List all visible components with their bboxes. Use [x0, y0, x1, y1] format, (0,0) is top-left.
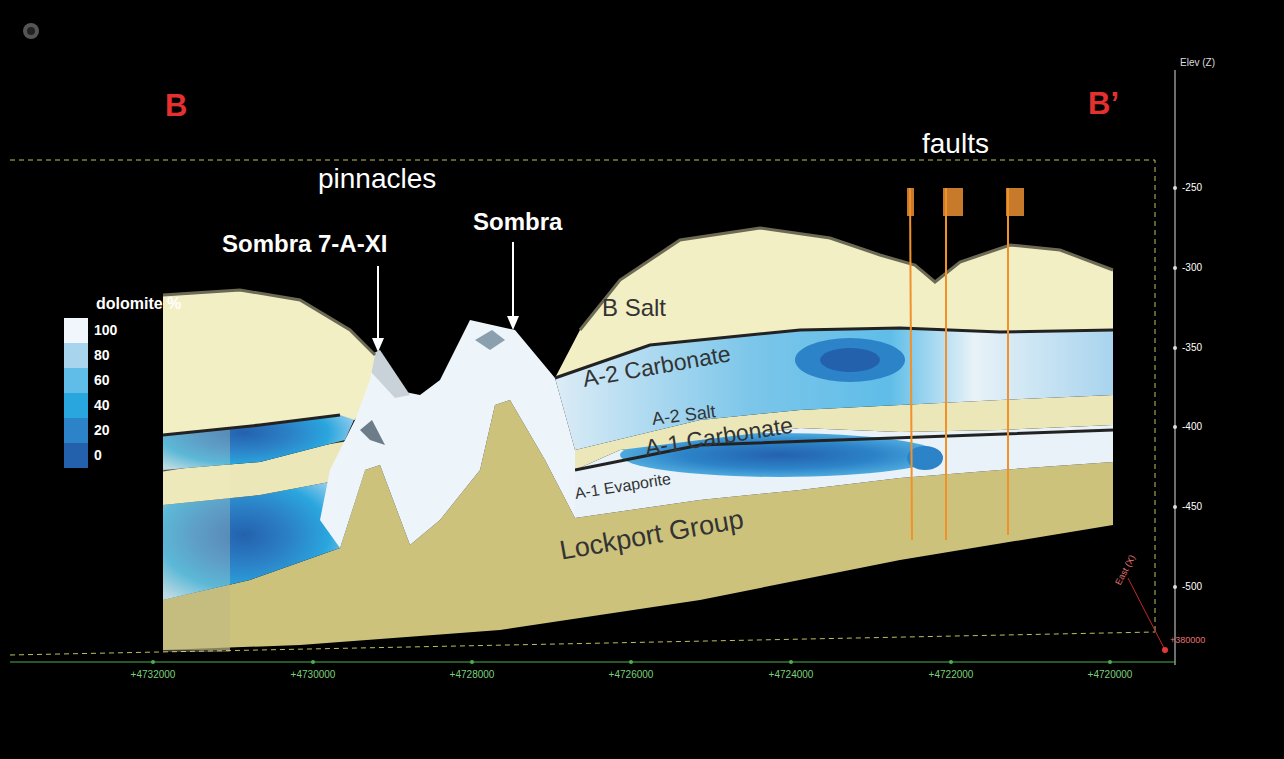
feature-label: pinnacles: [318, 165, 436, 193]
well-label: Sombra 7-A-XI: [222, 232, 387, 256]
legend-swatch: [64, 368, 88, 393]
axis-title: Elev (Z): [1180, 58, 1215, 68]
legend-value: 60: [94, 373, 110, 387]
legend-value: 40: [94, 398, 110, 412]
legend-title: dolomite %: [96, 296, 181, 312]
axis-tick: +4726000: [609, 670, 654, 680]
axis-tick: +4730000: [291, 670, 336, 680]
axis-tick: +4722000: [929, 670, 974, 680]
section-end-label: B’: [1088, 88, 1119, 119]
legend-swatch: [64, 393, 88, 418]
feature-label: faults: [922, 130, 989, 158]
legend-value: 80: [94, 348, 110, 362]
legend-value: 0: [94, 448, 102, 462]
axis-tick: +4724000: [769, 670, 814, 680]
axis-tick: +380000: [1170, 636, 1205, 645]
legend-swatch: [64, 318, 88, 343]
axis-tick: -500: [1182, 582, 1202, 592]
axis-title: East (X): [1114, 554, 1137, 587]
axis-tick: -350: [1182, 343, 1202, 353]
legend-value: 100: [94, 323, 117, 337]
axis-tick: -400: [1182, 422, 1202, 432]
axis-tick: -300: [1182, 263, 1202, 273]
well-label: Sombra: [473, 210, 562, 234]
axis-tick: +4732000: [131, 670, 176, 680]
axis-tick: +4720000: [1088, 670, 1133, 680]
axis-tick: +4728000: [450, 670, 495, 680]
axis-tick: -450: [1182, 502, 1202, 512]
section-end-label: B: [165, 90, 187, 121]
legend-swatch: [64, 343, 88, 368]
legend-value: 20: [94, 423, 110, 437]
axis-tick: -250: [1182, 183, 1202, 193]
legend-swatch: [64, 418, 88, 443]
layer-label: B Salt: [602, 296, 666, 320]
legend-swatch: [64, 443, 88, 468]
